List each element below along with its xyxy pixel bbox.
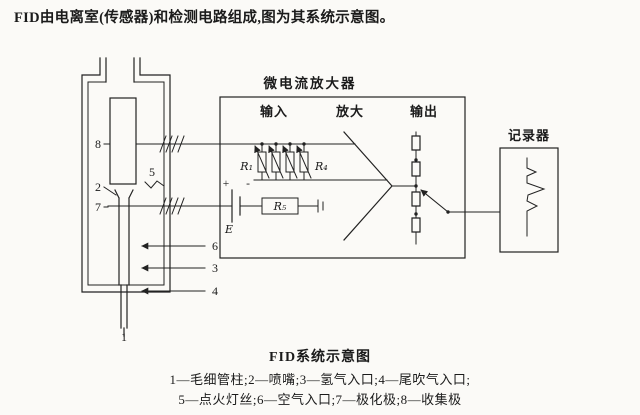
- section-label-amplify: 放大: [335, 104, 364, 119]
- amplifier-title: 微电流放大器: [263, 75, 357, 91]
- recorder-group: 记录器: [499, 128, 559, 253]
- part-label-8: 8: [95, 137, 101, 151]
- variable-resistor-arrow-2: [268, 145, 284, 179]
- section-label-input: 输入: [260, 104, 288, 119]
- variable-resistor-arrow-3: [282, 145, 298, 179]
- output-divider-bodies: [411, 135, 421, 233]
- recorder-trace: [526, 157, 546, 237]
- detector-chamber-group: 8 2 7 5 6 3 4 1: [81, 57, 218, 344]
- recorder-box: [499, 147, 559, 253]
- r5-label: R₅: [273, 200, 287, 213]
- label-leader-lines: [103, 143, 117, 208]
- r1-label: R₁: [239, 160, 253, 173]
- nozzle-jet: [114, 189, 134, 286]
- figure-caption: FID系统示意图: [268, 350, 372, 365]
- resistor-bank-leads: [253, 143, 388, 181]
- part-label-7: 7: [95, 200, 101, 214]
- battery-e-label: E: [224, 223, 233, 236]
- amplifier-group: 微电流放大器 输入 放大 输出 R₁ R₄ + - E R₅: [107, 75, 501, 259]
- part-label-1: 1: [121, 330, 127, 344]
- chamber-inner-wall: [87, 81, 165, 286]
- amplifier-box: [219, 96, 466, 259]
- intro-text: FID由电离室(传感器)和检测电路组成,图为其系统示意图。: [14, 10, 395, 26]
- junction-dots: [260, 142, 450, 216]
- r4-label: R₄: [314, 160, 328, 173]
- part-label-6: 6: [212, 239, 218, 253]
- battery-symbol: [231, 189, 241, 223]
- collector-electrode: [109, 97, 137, 185]
- fid-system-diagram: 8 2 7 5 6 3 4 1 微电流放大器 输入 放大 输出 R₁ R₄ + …: [81, 57, 559, 344]
- capillary-column: [120, 284, 128, 337]
- tap-selector-arrow: [420, 189, 449, 213]
- chamber-outer-wall: [81, 57, 171, 293]
- part-label-5: 5: [149, 165, 155, 179]
- battery-plus-label: +: [223, 178, 230, 190]
- variable-resistor-arrow-1: [254, 145, 270, 179]
- recorder-title: 记录器: [508, 128, 550, 143]
- section-label-output: 输出: [410, 104, 438, 119]
- part-label-2: 2: [95, 180, 101, 194]
- ground-ticks: [317, 199, 324, 213]
- legend-line-1: 1—毛细管柱;2—喷嘴;3—氢气入口;4—尾吹气入口;: [169, 372, 471, 387]
- part-label-4: 4: [212, 284, 218, 298]
- battery-minus-label: -: [246, 178, 250, 190]
- r5-resistor: [261, 197, 299, 215]
- part-label-3: 3: [212, 261, 218, 275]
- ignition-filament: [144, 180, 165, 189]
- legend-line-2: 5—点火灯丝;6—空气入口;7—极化极;8—收集极: [178, 392, 462, 407]
- variable-resistor-arrow-4: [296, 145, 312, 179]
- amplifier-chevron: [343, 131, 393, 241]
